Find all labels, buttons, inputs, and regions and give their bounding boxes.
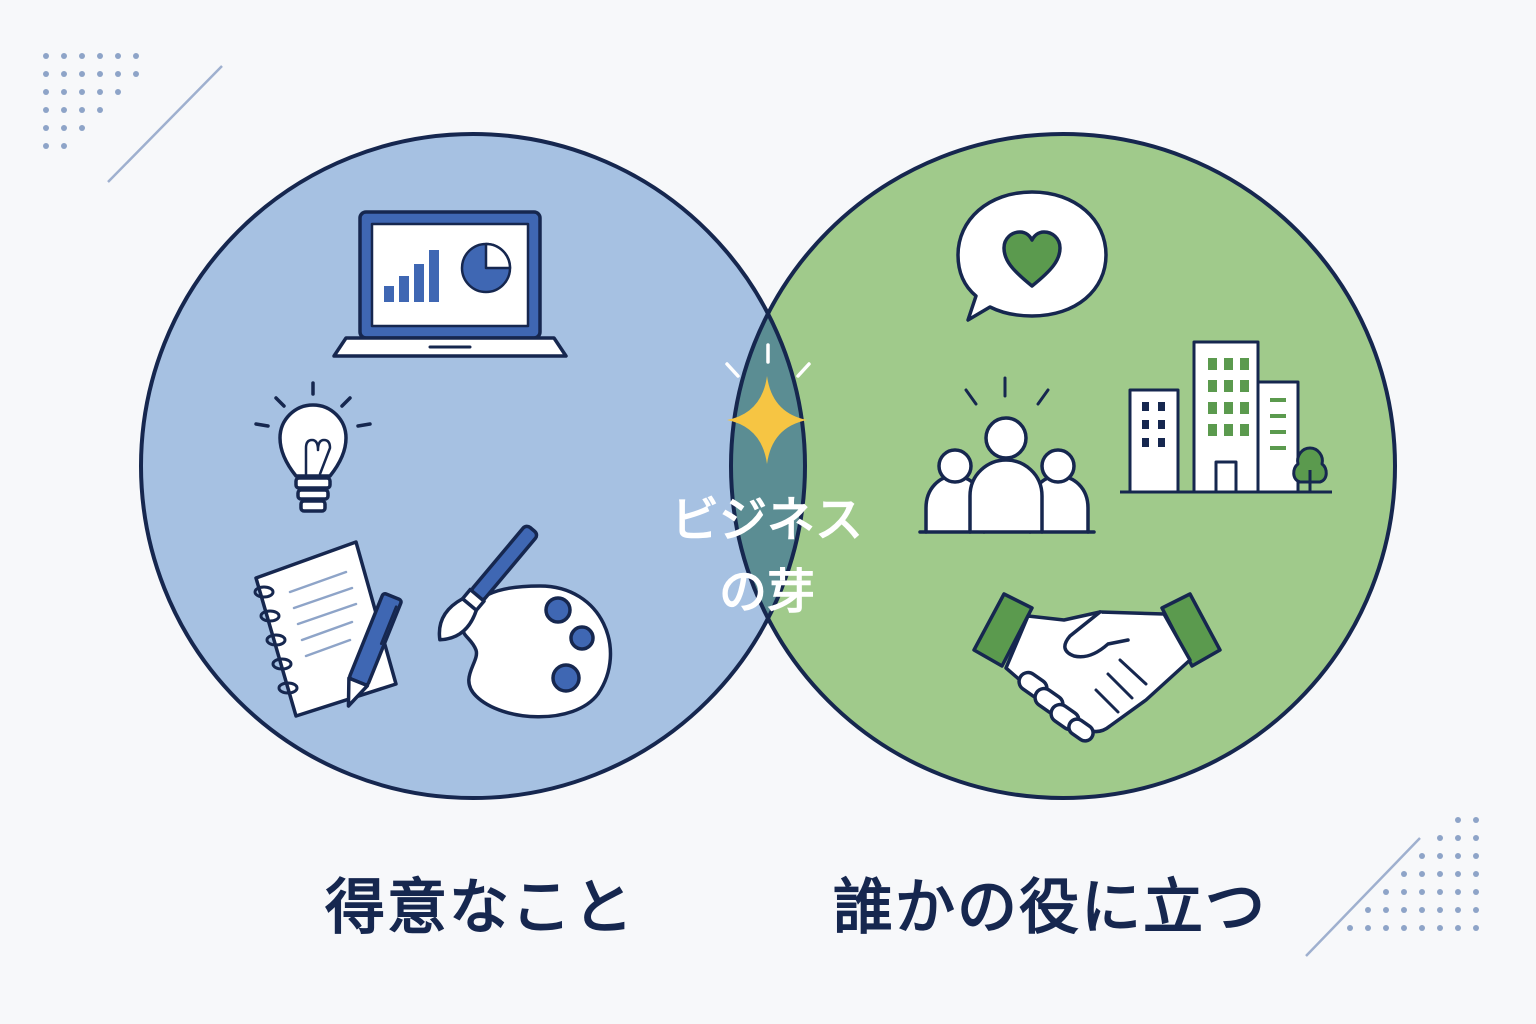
city-buildings-icon xyxy=(1120,340,1332,494)
center-title-line2: の芽 xyxy=(719,564,815,620)
heart-speech-bubble-icon xyxy=(956,190,1108,322)
people-group-icon xyxy=(918,376,1096,534)
left-circle-outline xyxy=(139,132,807,800)
paint-palette-icon xyxy=(437,524,613,719)
dot-grid-icon xyxy=(43,53,139,149)
diagonal-line-icon xyxy=(1305,837,1421,957)
sparkle-icon xyxy=(725,343,811,464)
diagonal-line-icon xyxy=(107,65,223,183)
handshake-icon xyxy=(972,592,1222,743)
laptop-chart-icon xyxy=(332,210,568,358)
notebook-pen-icon xyxy=(253,540,403,718)
center-title-line1: ビジネス xyxy=(671,492,863,548)
right-circle-label: 誰かの役に立つ xyxy=(833,873,1267,943)
left-circle-label: 得意なこと xyxy=(325,873,635,943)
right-circle-outline xyxy=(729,132,1397,800)
dot-grid-icon xyxy=(1347,817,1479,931)
lightbulb-icon xyxy=(254,381,372,513)
